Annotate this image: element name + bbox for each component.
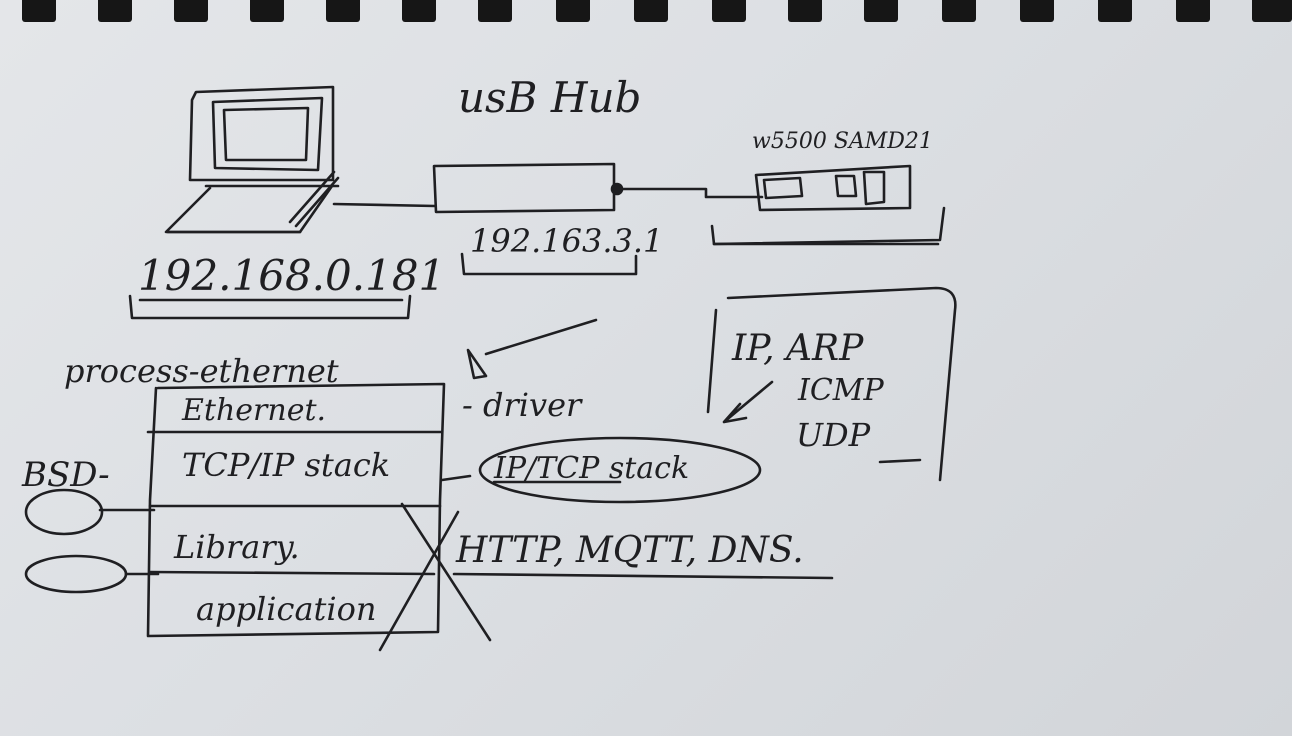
binding-hole — [788, 0, 822, 22]
binding-hole — [1020, 0, 1054, 22]
binding-hole — [1176, 0, 1210, 22]
app-protocols-label: HTTP, MQTT, DNS. — [455, 530, 804, 571]
protocol-icmp: ICMP — [797, 373, 885, 408]
binding-hole — [556, 0, 590, 22]
protocols-arrow — [722, 380, 774, 424]
binding-hole — [864, 0, 898, 22]
app-protocols-underline — [452, 572, 834, 580]
stack-table — [146, 382, 446, 638]
binding-hole — [98, 0, 132, 22]
binding-hole — [402, 0, 436, 22]
cable-laptop-hub — [332, 202, 437, 208]
board-chip-label: w5500 SAMD21 — [752, 129, 933, 154]
laptop-ip-label: 192.168.0.181 — [138, 251, 445, 300]
notebook-binding — [0, 0, 1292, 26]
driver-label: - driver — [462, 386, 583, 424]
stack-layer-tcp-ip: TCP/IP stack — [182, 446, 390, 484]
stack-layer-library: Library. — [173, 528, 300, 566]
hub-ip-label: 192.163.3.1 — [470, 222, 663, 260]
library-oval — [24, 554, 128, 594]
binding-hole — [942, 0, 976, 22]
bsd-socket-oval — [24, 488, 104, 536]
protocol-udp: UDP — [796, 416, 871, 454]
binding-hole — [1252, 0, 1292, 22]
process-ethernet-label: process-ethernet — [64, 352, 339, 390]
binding-hole — [326, 0, 360, 22]
cross-out-mark — [378, 502, 492, 652]
usb-hub-drawing — [432, 162, 624, 214]
binding-hole — [712, 0, 746, 22]
binding-hole — [634, 0, 668, 22]
ip-tcp-stack-oval — [478, 436, 762, 504]
usb-hub-title: usB Hub — [458, 73, 641, 122]
binding-hole — [1098, 0, 1132, 22]
binding-hole — [174, 0, 208, 22]
laptop-ip-bracket — [128, 294, 412, 320]
pointer-arrow-line — [484, 318, 598, 356]
binding-hole — [478, 0, 512, 22]
pointer-arrow-head — [466, 348, 488, 380]
laptop-drawing — [164, 85, 340, 234]
hub-ip-bracket — [460, 252, 638, 276]
binding-hole — [250, 0, 284, 22]
protocol-ip-arp: IP, ARP — [731, 328, 864, 369]
protocols-box-left — [706, 308, 718, 414]
stack-layer-application: application — [196, 590, 376, 628]
tcp-link-line — [440, 474, 472, 482]
cable-hub-board — [620, 187, 764, 199]
protocols-box-bottom — [878, 458, 922, 464]
w5500-samd21-board-drawing — [710, 164, 946, 246]
binding-hole — [22, 0, 56, 22]
protocols-box — [726, 286, 957, 482]
ip-tcp-stack-label: IP/TCP stack — [493, 451, 689, 486]
stack-layer-ethernet: Ethernet. — [181, 393, 326, 428]
bsd-label: BSD- — [21, 455, 110, 495]
